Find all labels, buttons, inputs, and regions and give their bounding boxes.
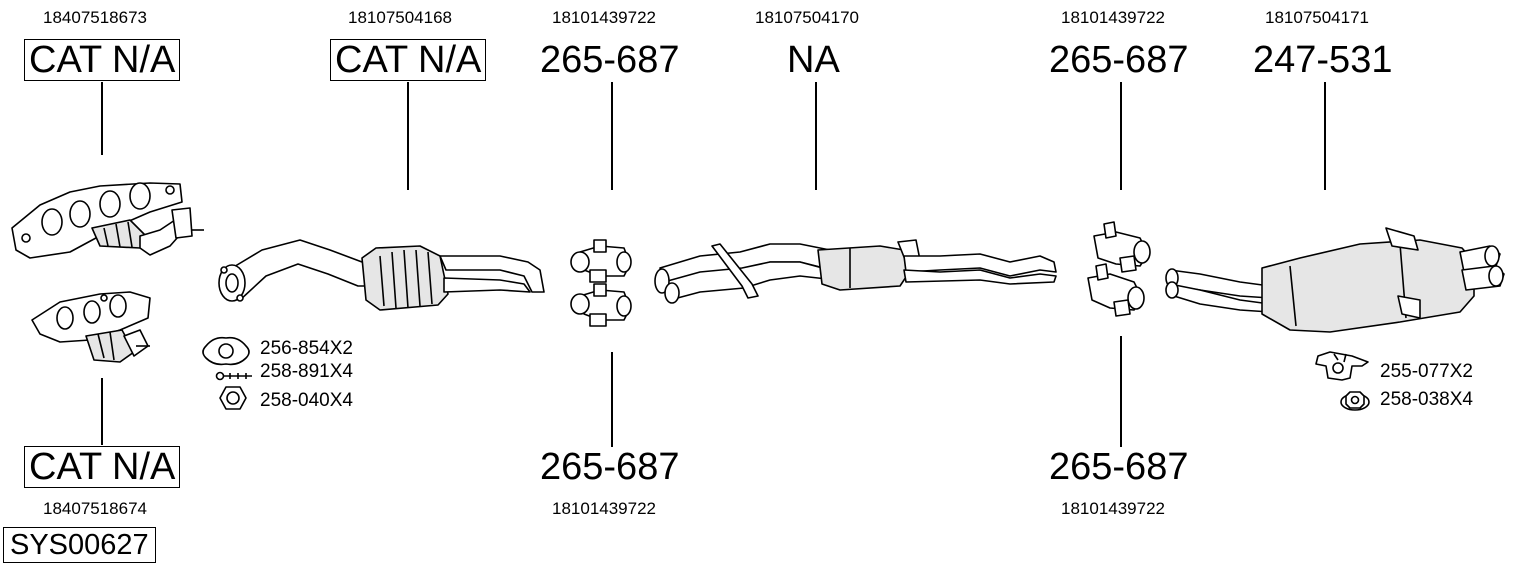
part-reference: 247-531	[1253, 39, 1393, 81]
accessory-code: 255-077X2	[1380, 361, 1473, 382]
system-code-box: SYS00627	[3, 527, 156, 563]
rubber-mount-icon	[1315, 351, 1369, 381]
exhaust-manifold-upper-icon	[11, 182, 204, 259]
bolt-icon	[215, 371, 252, 381]
part-reference: 265-687	[1049, 446, 1189, 488]
flange-nut-icon	[1340, 391, 1370, 411]
accessory-code: 256-854X2	[260, 338, 353, 359]
part-reference: 265-687	[540, 446, 680, 488]
accessory-code: 258-891X4	[260, 361, 353, 382]
accessory-code: 258-038X4	[1380, 389, 1473, 410]
oe-number: 18407518673	[43, 8, 148, 27]
exhaust-manifold-lower-icon	[31, 291, 151, 363]
oe-number: 18101439722	[1061, 8, 1166, 27]
oe-number: 18407518674	[43, 499, 148, 518]
gasket-icon	[202, 336, 250, 366]
part-reference-box: CAT N/A	[24, 446, 181, 488]
pipe-clamp-icon	[570, 283, 632, 327]
part-reference: 265-687	[540, 39, 680, 81]
nut-icon	[219, 386, 247, 410]
oe-number: 18101439722	[552, 499, 657, 518]
pipe-clamp-icon	[570, 239, 632, 283]
oe-number: 18101439722	[552, 8, 657, 27]
part-reference-box: CAT N/A	[330, 39, 487, 81]
pipe-clamp-icon	[1093, 221, 1151, 273]
rear-muffler-icon	[1165, 227, 1505, 333]
accessory-code: 258-040X4	[260, 390, 353, 411]
part-reference: 265-687	[1049, 39, 1189, 81]
front-pipe-catalyst-icon	[218, 239, 545, 311]
oe-number: 18107504171	[1265, 8, 1370, 27]
oe-number: 18107504168	[348, 8, 453, 27]
part-reference: NA	[787, 39, 840, 81]
part-reference-box: CAT N/A	[24, 39, 181, 81]
pipe-clamp-icon	[1087, 263, 1145, 317]
oe-number: 18107504170	[755, 8, 860, 27]
middle-pipe-resonator-icon	[654, 239, 1057, 304]
oe-number: 18101439722	[1061, 499, 1166, 518]
